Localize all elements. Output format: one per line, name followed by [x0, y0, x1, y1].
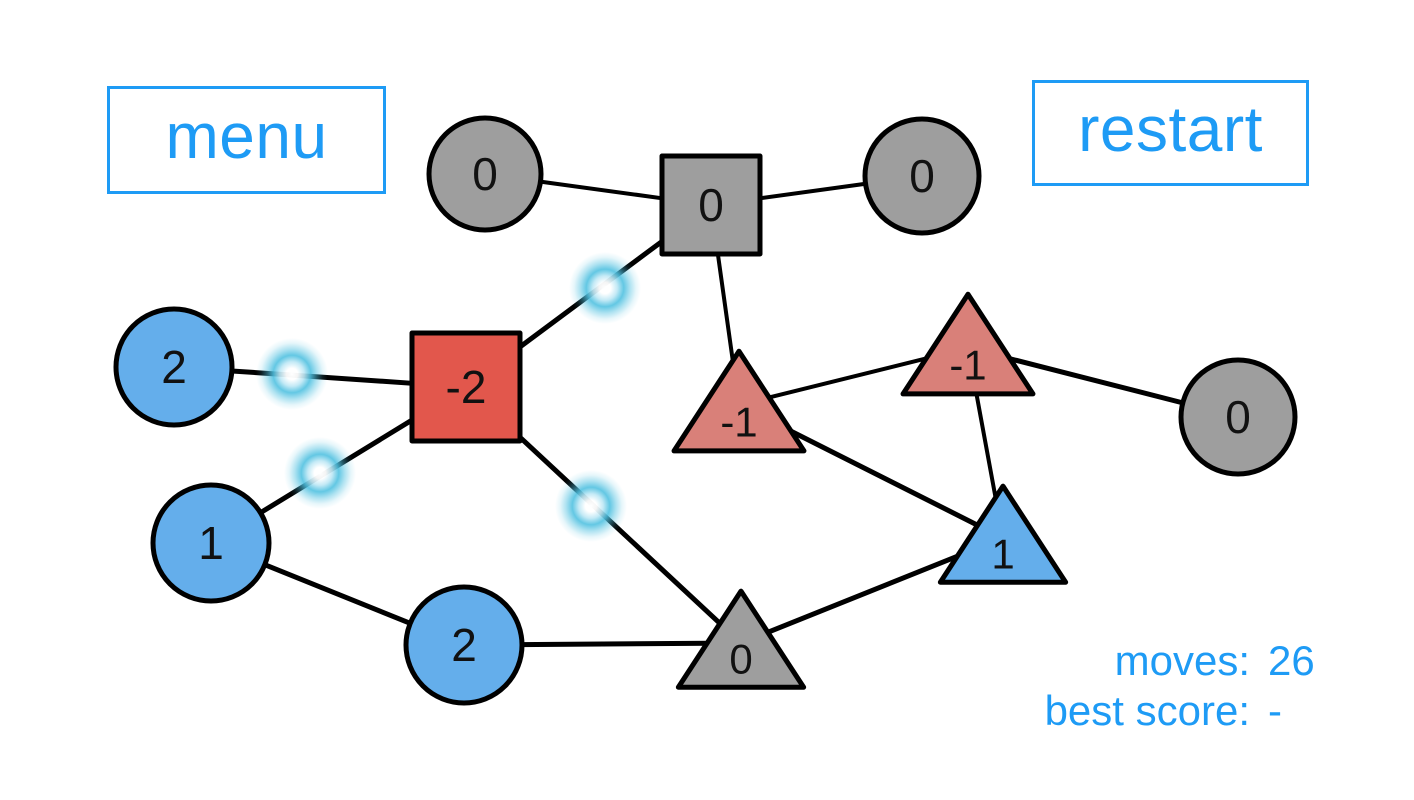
graph-edge[interactable]	[1005, 355, 1188, 406]
graph-node[interactable]: 1	[150, 482, 272, 604]
graph-edge[interactable]	[763, 553, 962, 636]
node-circle[interactable]	[426, 115, 544, 233]
graph-node[interactable]: 2	[403, 584, 525, 706]
graph-node[interactable]: 1	[937, 483, 1069, 585]
graph-node[interactable]: 0	[1178, 357, 1298, 477]
restart-button[interactable]: restart	[1032, 80, 1309, 186]
graph-node[interactable]: -1	[671, 348, 807, 454]
graph-node[interactable]: 0	[426, 115, 544, 233]
edge-marker-orb[interactable]	[256, 338, 328, 410]
best-score-label: best score:	[1044, 686, 1250, 734]
graph-node[interactable]: 0	[659, 153, 763, 257]
best-score-row: best score: -	[1045, 686, 1330, 736]
edge-marker-orb[interactable]	[569, 252, 641, 324]
menu-button[interactable]: menu	[107, 86, 386, 194]
graph-edge[interactable]	[260, 561, 415, 627]
node-square[interactable]	[659, 153, 763, 257]
graph-edge[interactable]	[974, 389, 998, 502]
node-triangle[interactable]	[671, 348, 807, 454]
graph-node[interactable]: -2	[409, 330, 523, 444]
node-circle[interactable]	[113, 306, 235, 428]
node-circle[interactable]	[862, 116, 982, 236]
graph-edge[interactable]	[765, 355, 931, 400]
node-square[interactable]	[409, 330, 523, 444]
graph-edge[interactable]	[517, 640, 712, 648]
edge-marker-orb[interactable]	[555, 470, 627, 542]
graph-edge[interactable]	[715, 250, 736, 365]
node-circle[interactable]	[403, 584, 525, 706]
orbs-layer	[256, 252, 641, 542]
node-circle[interactable]	[1178, 357, 1298, 477]
moves-value: 26	[1268, 637, 1315, 684]
moves-label: moves:	[1114, 637, 1250, 684]
graph-node[interactable]: 2	[113, 306, 235, 428]
graph-edge[interactable]	[516, 433, 724, 628]
edge-marker-orb[interactable]	[284, 437, 356, 509]
graph-node[interactable]: 0	[862, 116, 982, 236]
node-triangle[interactable]	[937, 483, 1069, 585]
node-triangle[interactable]	[900, 291, 1036, 397]
node-circle[interactable]	[150, 482, 272, 604]
graph-node[interactable]: -1	[900, 291, 1036, 397]
node-triangle[interactable]	[675, 588, 807, 690]
moves-row: moves: 26	[1045, 636, 1330, 686]
graph-edge[interactable]	[786, 427, 982, 529]
best-score-value: -	[1268, 686, 1282, 734]
graph-edge[interactable]	[756, 181, 870, 201]
graph-edge[interactable]	[536, 179, 666, 201]
score-panel: moves: 26 best score: -	[1045, 636, 1330, 735]
